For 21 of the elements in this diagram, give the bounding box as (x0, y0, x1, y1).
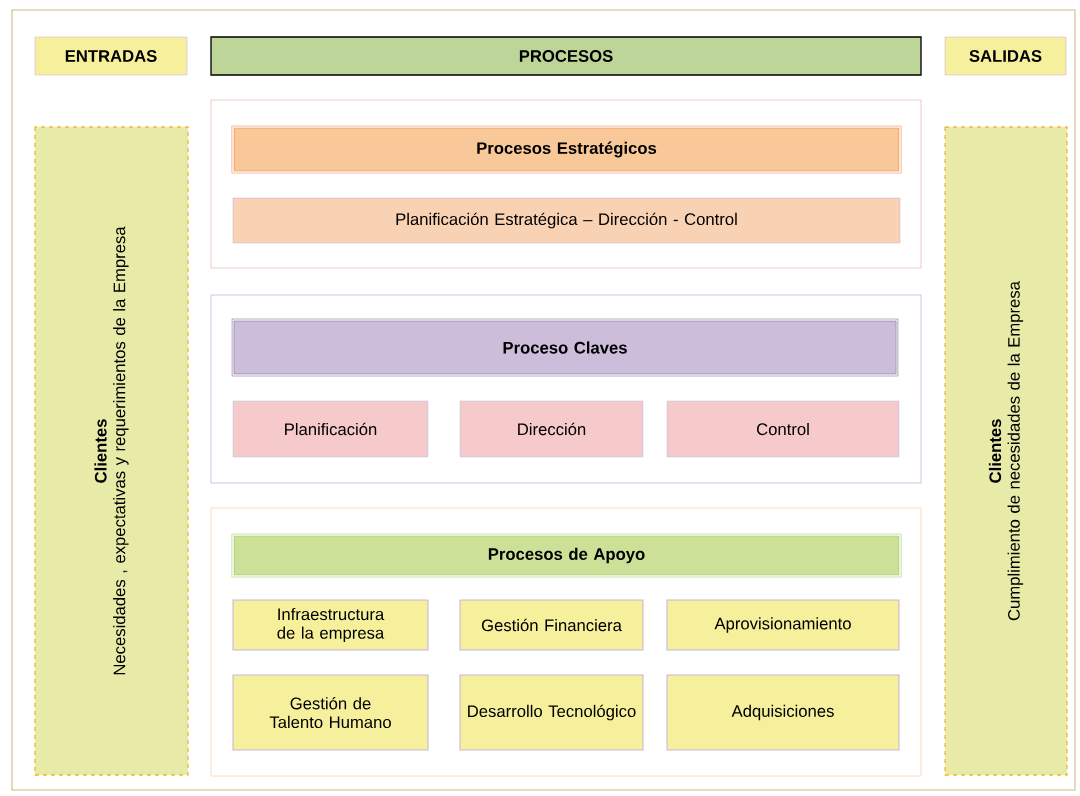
process-box: Dirección (459, 400, 644, 458)
label-box: ENTRADAS (34, 36, 188, 76)
label-box: SALIDAS (944, 36, 1067, 76)
process-box: Gestión Financiera (459, 599, 644, 651)
header-bar: Procesos de Apoyo (231, 533, 902, 578)
process-box: Control (666, 400, 900, 458)
column-box: Clientes Cumplimiento de necesidades de la Empresa (944, 126, 1068, 776)
process-box: Planificación (232, 400, 429, 458)
header-bar: Proceso Claves (231, 318, 899, 377)
column-box: Clientes Necesidades , expectativas y requerimientos de la Empresa (34, 126, 189, 776)
group-box (210, 507, 922, 777)
process-box: Gestión de Talento Humano (232, 674, 429, 751)
header-bar: Procesos Estratégicos (231, 125, 902, 174)
process-box: Infraestructura de la empresa (232, 599, 429, 651)
header-bar: PROCESOS (210, 36, 922, 76)
group-box (210, 294, 922, 484)
group-box (210, 99, 922, 269)
process-box: Adquisiciones (666, 674, 900, 751)
process-box: Planificación Estratégica – Dirección - Control (232, 197, 901, 244)
process-box: Aprovisionamiento (666, 599, 900, 651)
process-box: Desarrollo Tecnológico (459, 674, 644, 751)
